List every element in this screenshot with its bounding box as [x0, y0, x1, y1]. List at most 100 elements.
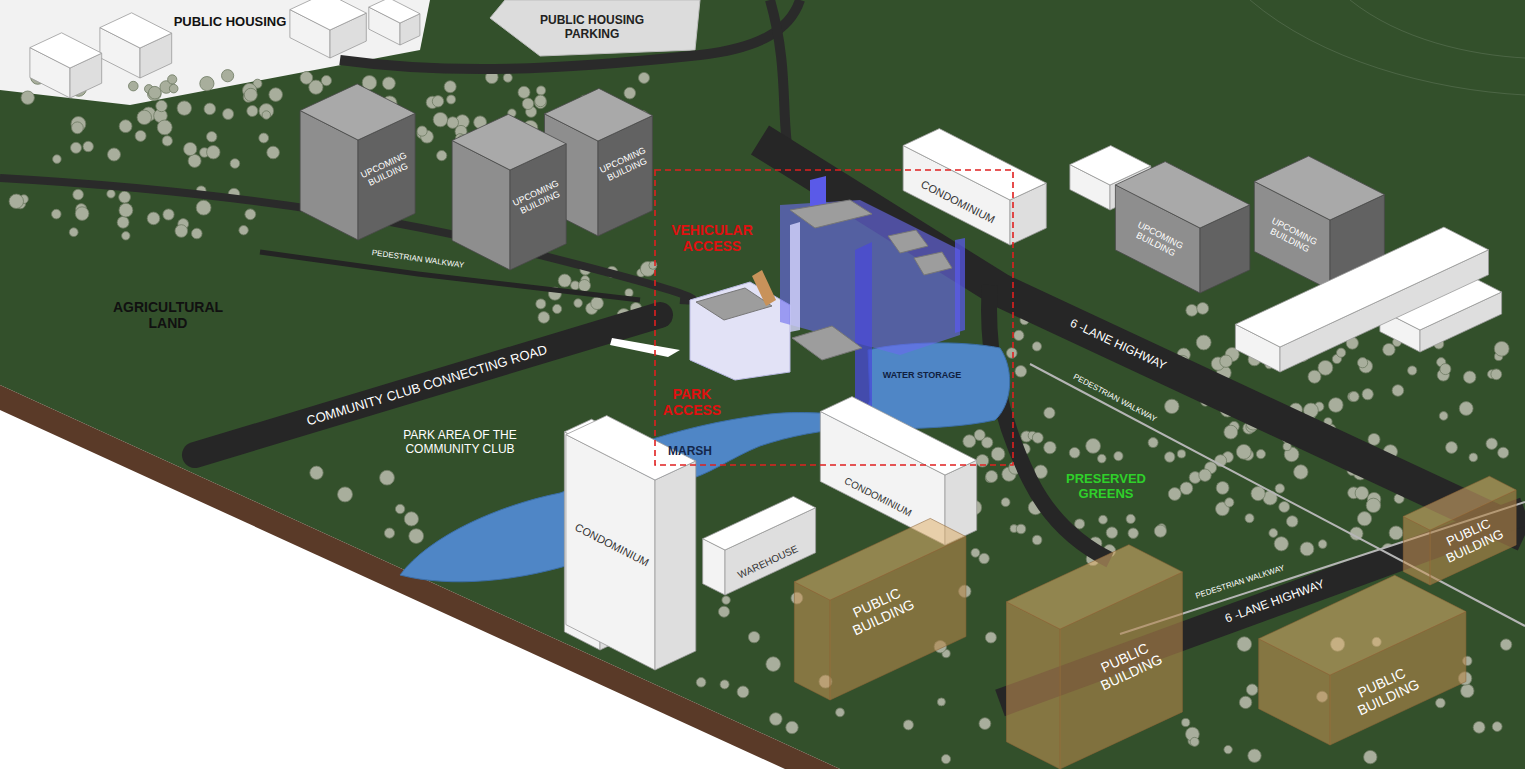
- tree: [433, 112, 447, 126]
- tree: [1199, 469, 1211, 481]
- label-holder: WATER STORAGE: [883, 370, 962, 380]
- tree: [395, 504, 404, 513]
- project-building: [610, 176, 965, 426]
- building-label: PUBLIC BUILDING: [1429, 510, 1514, 571]
- tree: [1473, 721, 1485, 733]
- tree: [971, 548, 980, 557]
- tree: [737, 686, 749, 698]
- parking-lot: [490, 0, 700, 56]
- tree: [1439, 412, 1448, 421]
- area-label: AGRICULTURAL LAND: [108, 299, 228, 331]
- tree: [1032, 432, 1043, 443]
- tree: [267, 146, 280, 159]
- tree: [1220, 355, 1232, 367]
- plaza-path: [610, 338, 680, 357]
- tree: [639, 72, 650, 83]
- tree: [1464, 371, 1476, 383]
- building-group: [30, 0, 1385, 293]
- tree: [1366, 498, 1380, 512]
- tree: [1246, 684, 1257, 695]
- label-holder: PUBLIC BUILDING: [837, 579, 923, 642]
- tree: [1069, 447, 1080, 458]
- tree: [1186, 304, 1198, 316]
- water-label: MARSH: [668, 445, 712, 459]
- tree: [1287, 516, 1298, 527]
- tree: [1168, 488, 1181, 501]
- building-label: UPCOMING BUILDING: [510, 178, 566, 219]
- tree: [239, 226, 248, 235]
- tree: [1007, 348, 1018, 359]
- label-holder: PUBLIC BUILDING: [1085, 634, 1171, 697]
- building-roof: [545, 88, 653, 141]
- tree: [963, 435, 976, 448]
- tree: [300, 72, 313, 85]
- building-group: [564, 227, 1516, 769]
- tree: [1274, 537, 1288, 551]
- tree: [1014, 330, 1024, 340]
- tree: [149, 86, 162, 99]
- tree: [1075, 519, 1085, 529]
- building-roof: [792, 326, 862, 360]
- tree: [719, 606, 730, 617]
- label-holder: PEDESTRIAN WALKWAY: [371, 248, 464, 270]
- tree: [1498, 447, 1509, 458]
- label-holder: WAREHOUSE: [736, 543, 800, 581]
- tree: [122, 232, 130, 240]
- tree: [1032, 535, 1042, 545]
- building-roof: [914, 252, 952, 275]
- tree: [536, 86, 545, 95]
- tree: [591, 297, 604, 310]
- building-face: [1007, 602, 1061, 769]
- tree: [1154, 525, 1166, 537]
- tree: [518, 86, 530, 98]
- tree: [1224, 745, 1232, 753]
- tree: [979, 553, 989, 563]
- building-roof: [300, 84, 415, 140]
- tree: [1469, 453, 1478, 462]
- tree: [262, 111, 270, 119]
- tree: [579, 280, 591, 292]
- building-label: UPCOMING BUILDING: [1130, 219, 1186, 261]
- building-label: PUBLIC BUILDING: [1342, 659, 1428, 722]
- tree: [1099, 515, 1108, 524]
- tree: [310, 466, 323, 479]
- building-tower: [955, 238, 965, 333]
- tree: [156, 100, 167, 111]
- area-label: PUBLIC HOUSING PARKING: [533, 14, 651, 42]
- tree: [1492, 722, 1502, 732]
- tree: [1165, 452, 1175, 462]
- tree: [1461, 684, 1474, 697]
- building-label: UPCOMING BUILDING: [358, 150, 414, 191]
- building-roof: [888, 230, 928, 253]
- building-glass: [790, 222, 800, 332]
- access-label: VEHICULAR ACCESS: [667, 222, 757, 254]
- tree: [766, 657, 781, 672]
- water-label: WATER STORAGE: [883, 370, 962, 380]
- tree: [1364, 750, 1377, 763]
- tree: [117, 216, 129, 228]
- label-holder: PUBLIC HOUSING PARKING: [533, 14, 651, 42]
- tree: [223, 109, 234, 120]
- label-holder: PRESERVED GREENS: [1056, 472, 1156, 502]
- tree: [836, 708, 845, 717]
- building-roof: [1115, 162, 1249, 228]
- tree: [404, 512, 418, 526]
- tree: [417, 126, 427, 136]
- label-holder: PUBLIC HOUSING: [174, 15, 287, 30]
- tree: [137, 110, 151, 124]
- tree: [384, 528, 394, 538]
- tree: [1177, 450, 1185, 458]
- tree: [1248, 749, 1261, 762]
- tree: [1016, 524, 1026, 534]
- building-roof: [820, 397, 976, 475]
- tree: [1275, 484, 1284, 493]
- tree: [1044, 441, 1056, 453]
- tree: [1182, 718, 1190, 726]
- tree: [169, 84, 178, 93]
- tree: [1389, 526, 1403, 540]
- label-holder: UPCOMING BUILDING: [597, 145, 653, 186]
- tree: [522, 98, 533, 109]
- building-label: UPCOMING BUILDING: [1264, 215, 1320, 257]
- tree: [1180, 482, 1193, 495]
- label-holder: PUBLIC BUILDING: [1342, 659, 1428, 722]
